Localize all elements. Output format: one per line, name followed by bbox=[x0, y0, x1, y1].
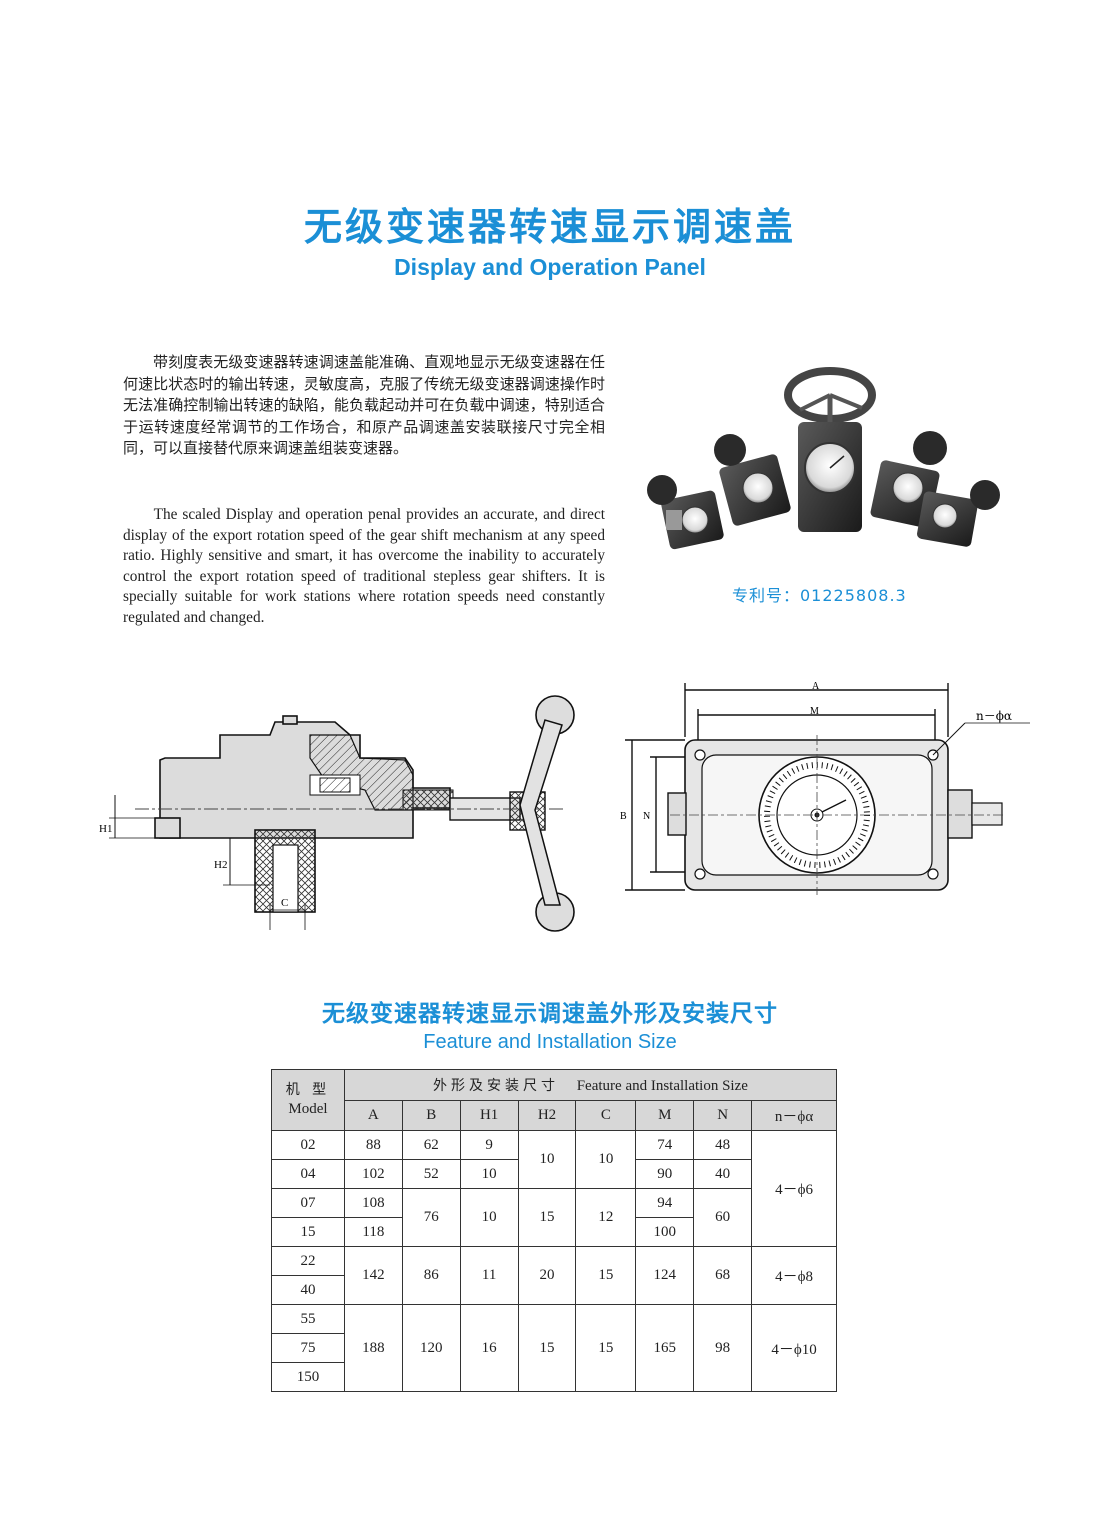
label-h1: H1 bbox=[99, 823, 112, 835]
table-row: 04 102 52 10 90 40 bbox=[271, 1159, 837, 1189]
cell-m: 100 bbox=[635, 1217, 695, 1247]
cell-b: 62 bbox=[401, 1130, 461, 1160]
model-header-en: Model bbox=[288, 1101, 328, 1117]
side-section-drawing: H1 H2 C bbox=[99, 695, 575, 932]
cell-c: 15 bbox=[575, 1246, 637, 1305]
col-header-c: C bbox=[575, 1100, 637, 1131]
cell-a: 188 bbox=[343, 1304, 403, 1392]
table-row: 22 142 86 11 20 15 124 68 4－ϕ8 bbox=[271, 1246, 837, 1305]
model-cell: 150 bbox=[271, 1362, 345, 1392]
group-header-cn: 外形及安装尺寸 bbox=[432, 1078, 559, 1094]
table-row: 150 bbox=[271, 1362, 837, 1392]
cell-h1: 16 bbox=[459, 1304, 519, 1392]
table-row: 02 88 62 9 10 10 74 48 4－ϕ6 bbox=[271, 1130, 837, 1247]
col-header-h1: H1 bbox=[459, 1100, 519, 1131]
product-photo bbox=[647, 367, 1000, 550]
model-cell: 40 bbox=[271, 1275, 345, 1305]
table-title-cn: 无级变速器转速显示调速盖外形及安装尺寸 bbox=[322, 1001, 778, 1027]
table-row: 55 188 120 16 15 15 165 98 4－ϕ10 bbox=[271, 1304, 837, 1392]
cell-n: 98 bbox=[693, 1304, 753, 1392]
table-row: 15 118 100 bbox=[271, 1217, 837, 1247]
col-header-h2: H2 bbox=[517, 1100, 577, 1131]
label-a: A bbox=[812, 681, 820, 692]
cell-a: 108 bbox=[343, 1188, 403, 1218]
cell-h2: 10 bbox=[517, 1130, 577, 1189]
cell-a: 102 bbox=[343, 1159, 403, 1189]
col-header-n: N bbox=[693, 1100, 753, 1131]
top-view-drawing: A M B N n－ϕα bbox=[620, 681, 1030, 895]
model-cell: 75 bbox=[271, 1333, 345, 1363]
page-title-en: Display and Operation Panel bbox=[394, 254, 706, 280]
patent-number: 专利号：01225808.3 bbox=[732, 586, 907, 605]
label-b: B bbox=[620, 811, 627, 822]
model-cell: 04 bbox=[271, 1159, 345, 1189]
cell-m: 165 bbox=[635, 1304, 695, 1392]
label-m: M bbox=[810, 706, 819, 717]
cell-c: 15 bbox=[575, 1304, 637, 1392]
cell-m: 74 bbox=[635, 1130, 695, 1160]
group-header: 外形及安装尺寸 Feature and Installation Size bbox=[343, 1069, 838, 1101]
model-cell: 07 bbox=[271, 1188, 345, 1218]
group-header-en: Feature and Installation Size bbox=[576, 1078, 748, 1094]
cell-holes: 4－ϕ10 bbox=[751, 1304, 837, 1392]
cell-h1: 9 bbox=[459, 1130, 519, 1160]
cell-m: 124 bbox=[635, 1246, 695, 1305]
page-title-cn: 无级变速器转速显示调速盖 bbox=[303, 205, 796, 249]
label-n: N bbox=[643, 811, 650, 822]
model-cell: 55 bbox=[271, 1304, 345, 1334]
cell-c: 12 bbox=[575, 1188, 637, 1247]
model-header: 机 型 Model bbox=[271, 1069, 345, 1131]
cell-c: 10 bbox=[575, 1130, 637, 1189]
model-cell: 02 bbox=[271, 1130, 345, 1160]
cell-h2: 15 bbox=[517, 1304, 577, 1392]
cell-a: 88 bbox=[343, 1130, 403, 1160]
intro-paragraph-en: The scaled Display and operation penal p… bbox=[123, 506, 605, 626]
cell-a: 142 bbox=[343, 1246, 403, 1305]
cell-b: 120 bbox=[401, 1304, 461, 1392]
table-row: 75 bbox=[271, 1333, 837, 1363]
cell-h2: 20 bbox=[517, 1246, 577, 1305]
cell-holes: 4－ϕ6 bbox=[751, 1130, 837, 1247]
col-header-m: M bbox=[635, 1100, 695, 1131]
cell-h1: 10 bbox=[459, 1188, 519, 1247]
label-h2: H2 bbox=[214, 859, 227, 871]
cell-n: 68 bbox=[693, 1246, 753, 1305]
cell-n: 48 bbox=[693, 1130, 753, 1160]
cell-b: 76 bbox=[401, 1188, 461, 1247]
table-title-en: Feature and Installation Size bbox=[423, 1031, 677, 1053]
cell-holes: 4－ϕ8 bbox=[751, 1246, 837, 1305]
cell-b: 52 bbox=[401, 1159, 461, 1189]
cell-h1: 10 bbox=[459, 1159, 519, 1189]
cell-h1: 11 bbox=[459, 1246, 519, 1305]
cell-n: 40 bbox=[693, 1159, 753, 1189]
label-holes: n－ϕα bbox=[976, 709, 1012, 723]
model-cell: 15 bbox=[271, 1217, 345, 1247]
intro-paragraph-cn: 带刻度表无级变速器转速调速盖能准确、直观地显示无级变速器在任何速比状态时的输出转… bbox=[123, 353, 605, 457]
col-header-b: B bbox=[401, 1100, 461, 1131]
size-table: 机 型 Model 外形及安装尺寸 Feature and Installati… bbox=[271, 1069, 838, 1392]
col-header-holes: n－ϕα bbox=[751, 1100, 837, 1131]
cell-b: 86 bbox=[401, 1246, 461, 1305]
cell-a: 118 bbox=[343, 1217, 403, 1247]
cell-h2: 15 bbox=[517, 1188, 577, 1247]
col-header-a: A bbox=[343, 1100, 403, 1131]
model-cell: 22 bbox=[271, 1246, 345, 1276]
cell-m: 94 bbox=[635, 1188, 695, 1218]
label-c: C bbox=[281, 897, 288, 909]
cell-n: 60 bbox=[693, 1188, 753, 1247]
model-header-cn: 机 型 bbox=[285, 1082, 331, 1098]
cell-m: 90 bbox=[635, 1159, 695, 1189]
